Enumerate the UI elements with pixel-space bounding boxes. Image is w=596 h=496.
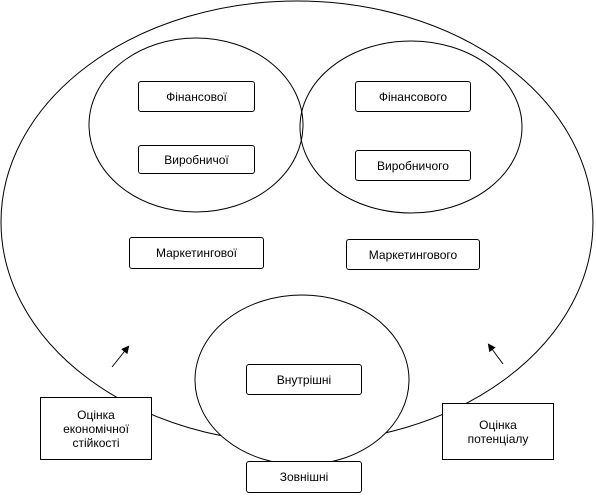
right-marketing-box: Маркетингового xyxy=(346,239,480,270)
external-label: Зовнішні xyxy=(279,470,329,484)
left-production-label: Виробничої xyxy=(164,152,229,167)
potential-assessment-box: Оцінка потенціалу xyxy=(442,403,554,460)
stability-line-2: економічної xyxy=(63,421,129,436)
internal-box: Внутрішні xyxy=(246,364,362,395)
left-financial-box: Фінансової xyxy=(138,81,255,112)
left-financial-label: Фінансової xyxy=(166,89,227,104)
right-production-box: Виробничого xyxy=(355,150,471,181)
external-box: Зовнішні xyxy=(246,461,362,493)
right-financial-label: Фінансового xyxy=(378,89,448,104)
right-financial-box: Фінансового xyxy=(355,81,471,112)
potential-line-1: Оцінка xyxy=(479,417,517,432)
right-marketing-label: Маркетингового xyxy=(368,247,458,262)
right-arrow xyxy=(487,343,504,365)
stability-line-3: стійкості xyxy=(72,435,120,450)
stability-line-1: Оцінка xyxy=(77,407,115,422)
left-marketing-box: Маркетингової xyxy=(129,237,264,269)
stability-assessment-box: Оцінка економічної стійкості xyxy=(40,397,152,460)
right-ellipse xyxy=(299,40,523,214)
potential-line-2: потенціалу xyxy=(467,431,529,446)
left-ellipse xyxy=(88,37,304,213)
internal-label: Внутрішні xyxy=(276,372,332,387)
left-arrow xyxy=(111,345,130,368)
left-marketing-label: Маркетингової xyxy=(156,246,237,260)
right-production-label: Виробничого xyxy=(377,158,449,173)
left-production-box: Виробничої xyxy=(138,145,255,174)
